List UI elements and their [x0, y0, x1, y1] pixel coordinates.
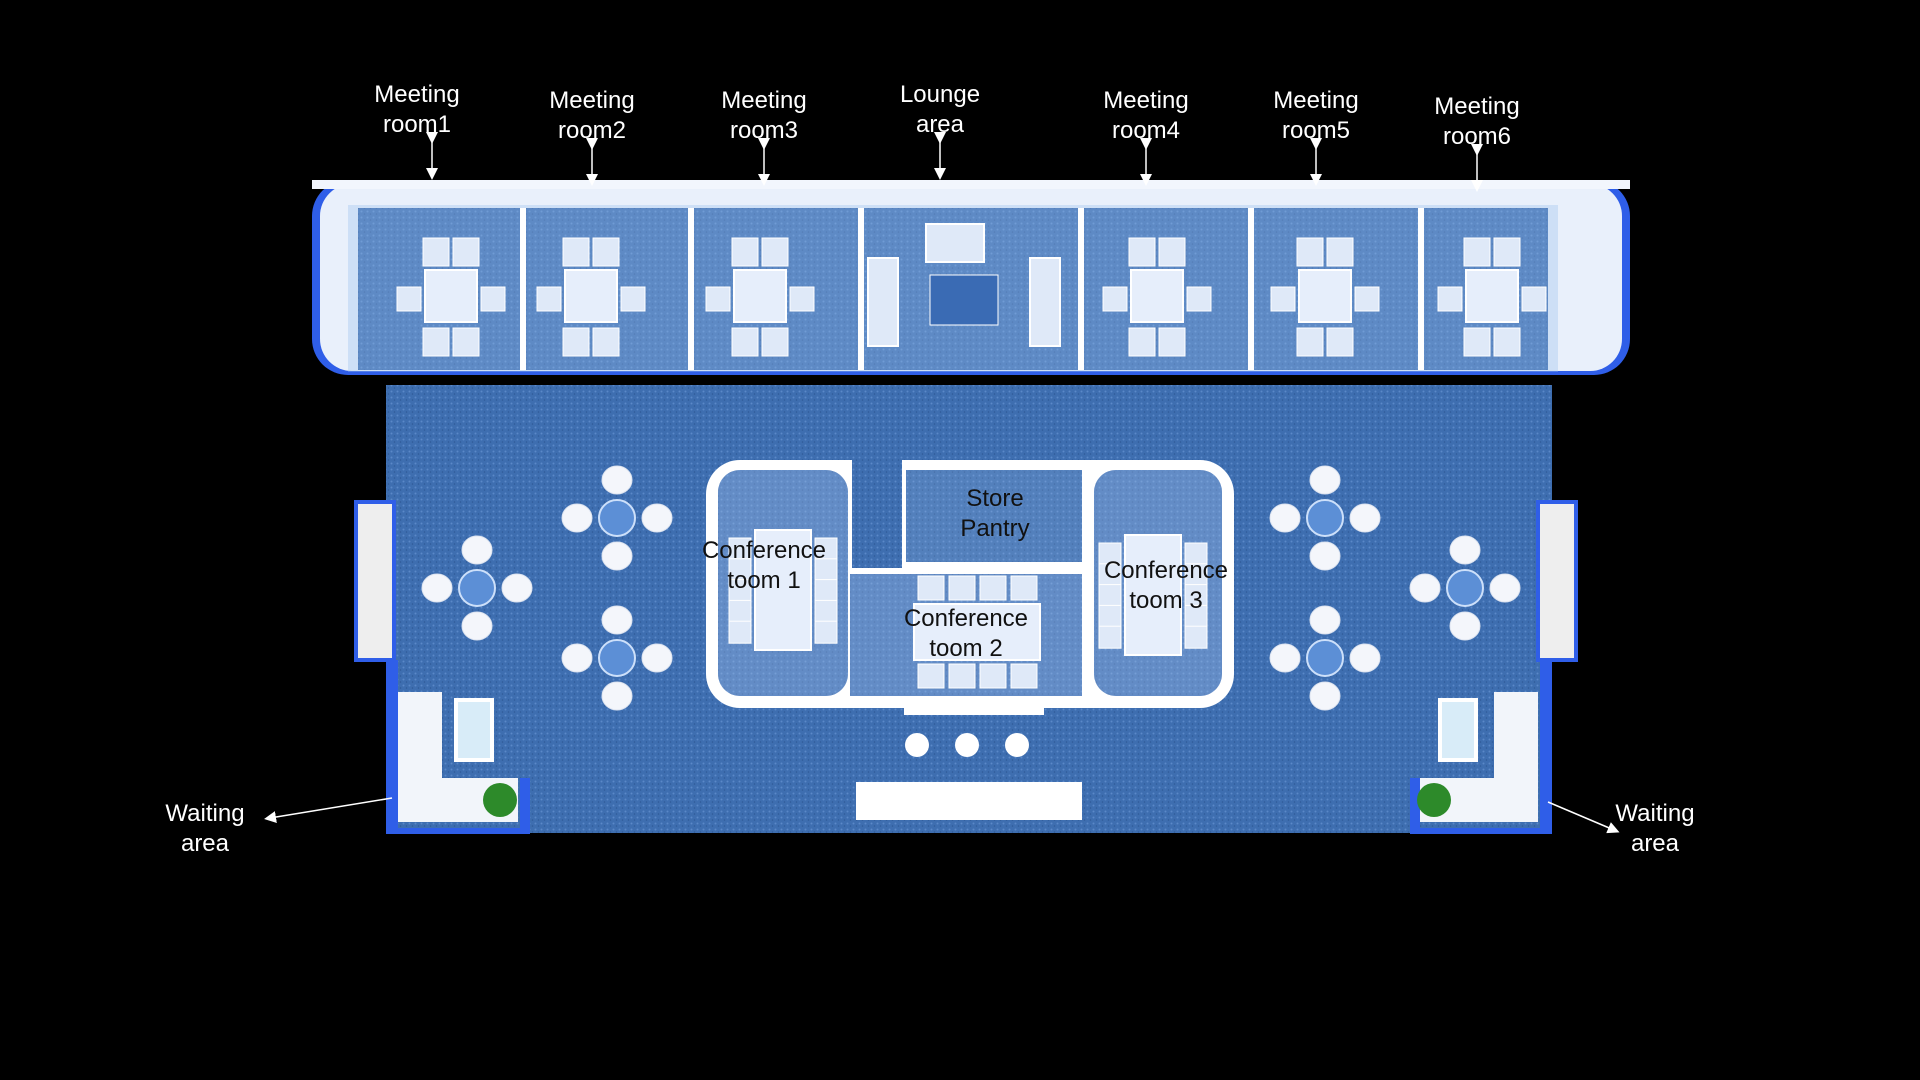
bar-stool [905, 733, 929, 757]
lounge-table-cluster [1269, 465, 1381, 571]
reception-counter [856, 782, 1082, 820]
conference-table-set [728, 529, 838, 651]
meeting-room-6-label: Meeting room6 [1434, 93, 1520, 150]
bar-stool [955, 733, 979, 757]
waiting-area-left-zone [386, 660, 530, 834]
meeting-room-2-label: Meeting room2 [549, 87, 635, 144]
plant-right [1417, 783, 1451, 817]
reception-shelf [904, 707, 1044, 715]
conference-room-2-label: Conference toom 2 [903, 605, 1029, 662]
waiting-area-left-label: Waiting area [165, 800, 245, 857]
partition-wall [1078, 208, 1084, 370]
meeting-room-3-label: Meeting room3 [721, 87, 807, 144]
meeting-room-4-label: Meeting room4 [1103, 87, 1189, 144]
waiting-right-arrow [1547, 801, 1620, 834]
meeting-table-set [536, 237, 646, 357]
meeting-room-5-label: Meeting room5 [1273, 87, 1359, 144]
partition-wall [1418, 208, 1424, 370]
conference-room-1-label: Conference toom 1 [701, 537, 827, 594]
meeting-table-set [1437, 237, 1547, 357]
lounge-table-cluster [561, 605, 673, 711]
partition-wall [688, 208, 694, 370]
store-pantry-label: Store Pantry [960, 485, 1030, 542]
plant-left [483, 783, 517, 817]
meeting-table-set [1102, 237, 1212, 357]
lounge-sofa-set [867, 223, 1061, 347]
conference-room-3-label: Conference toom 3 [1103, 557, 1229, 614]
meeting-table-set [1270, 237, 1380, 357]
meeting-room-1-label: Meeting room1 [374, 81, 460, 138]
partition-wall [858, 208, 864, 370]
lounge-area-label: Lounge area [899, 81, 981, 138]
bar-stool [1005, 733, 1029, 757]
side-display-left [354, 500, 396, 662]
lounge-table-cluster [1269, 605, 1381, 711]
lounge-table-cluster [421, 535, 533, 641]
conference-table-set [913, 575, 1041, 689]
waiting-area-right-zone [1410, 660, 1552, 834]
partition-wall [520, 208, 526, 370]
partition-wall [1248, 208, 1254, 370]
meeting-table-set [396, 237, 506, 357]
waiting-left-arrow [264, 797, 393, 823]
conference-table-set [1098, 534, 1208, 656]
meeting-table-set [705, 237, 815, 357]
side-display-right [1536, 500, 1578, 662]
waiting-area-right-label: Waiting area [1615, 800, 1695, 857]
lounge-table-cluster [561, 465, 673, 571]
lounge-table-cluster [1409, 535, 1521, 641]
